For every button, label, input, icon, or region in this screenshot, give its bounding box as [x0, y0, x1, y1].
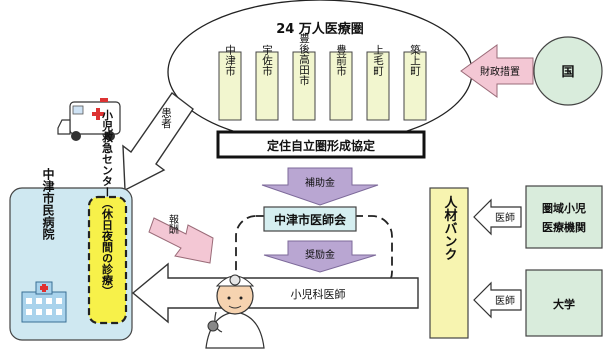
- talent-bank-box: [429, 187, 469, 339]
- patient-label: 患者: [160, 108, 172, 130]
- agreement-box: [216, 130, 426, 159]
- regional-institution-box: [525, 185, 603, 249]
- hospital-building-icon: [21, 281, 67, 323]
- association-box: [263, 206, 357, 232]
- reward-label: 報酬: [167, 214, 179, 235]
- regional-doctor-label: 医師: [495, 211, 515, 224]
- university-box: [525, 269, 603, 337]
- reward-arrow: [148, 217, 214, 264]
- pediatrician-arrow: [131, 262, 419, 324]
- municipality-label-usa: 宇佐市: [261, 43, 273, 76]
- hospital-label: 中津市民病院: [41, 167, 55, 241]
- university-label: 大学: [553, 297, 575, 311]
- municipality-box-bungotakada: [292, 51, 316, 121]
- doctor-icon: [205, 274, 265, 349]
- regional-doctor-arrow: [473, 198, 522, 236]
- pediatric-center-box: [87, 195, 128, 325]
- municipality-label-nakatsu: 中津市: [224, 43, 236, 76]
- fiscal-label: 財政措置: [480, 65, 520, 78]
- regional-label-line1: 圏域小児: [542, 201, 586, 215]
- municipality-box-nakatsu: [218, 51, 242, 121]
- municipality-label-buzen: 豊前市: [335, 43, 347, 76]
- talent-bank-label: 人材バンク: [442, 195, 458, 261]
- patient-arrow: [122, 91, 194, 192]
- municipality-label-bungotakada: 豊後高田市: [298, 32, 310, 86]
- municipality-box-buzen: [329, 51, 353, 121]
- fiscal-arrow: [460, 44, 534, 98]
- university-doctor-label: 医師: [495, 294, 515, 307]
- regional-label-line2: 医療機関: [542, 220, 586, 234]
- nation-label: 国: [561, 65, 574, 80]
- pediatric-center-label: 小児救急センター（休日夜間の診療）: [101, 108, 115, 296]
- subsidy-arrow: [261, 167, 379, 206]
- municipality-label-chikujo: 築上町: [409, 43, 421, 75]
- nation-circle: [533, 36, 603, 106]
- association-label: 中津市医師会: [274, 212, 347, 227]
- municipality-box-koge: [366, 51, 390, 121]
- university-doctor-arrow: [473, 281, 522, 319]
- municipality-label-koge: 上毛町: [372, 44, 384, 76]
- medical-zone-title: 24 万人医療圏: [276, 21, 364, 37]
- pediatrician-label: 小児科医師: [291, 287, 346, 301]
- incentive-arrow: [263, 240, 377, 273]
- municipality-box-chikujo: [403, 51, 427, 121]
- ambulance-icon: [57, 98, 121, 141]
- subsidy-label: 補助金: [305, 176, 335, 189]
- municipality-row: 中津市 宇佐市 豊後高田市 豊前市 上毛町 築上町: [218, 32, 427, 121]
- agreement-label: 定住自立圏形成協定: [267, 138, 375, 153]
- municipality-box-usa: [255, 51, 279, 121]
- incentive-label: 奨励金: [305, 248, 335, 261]
